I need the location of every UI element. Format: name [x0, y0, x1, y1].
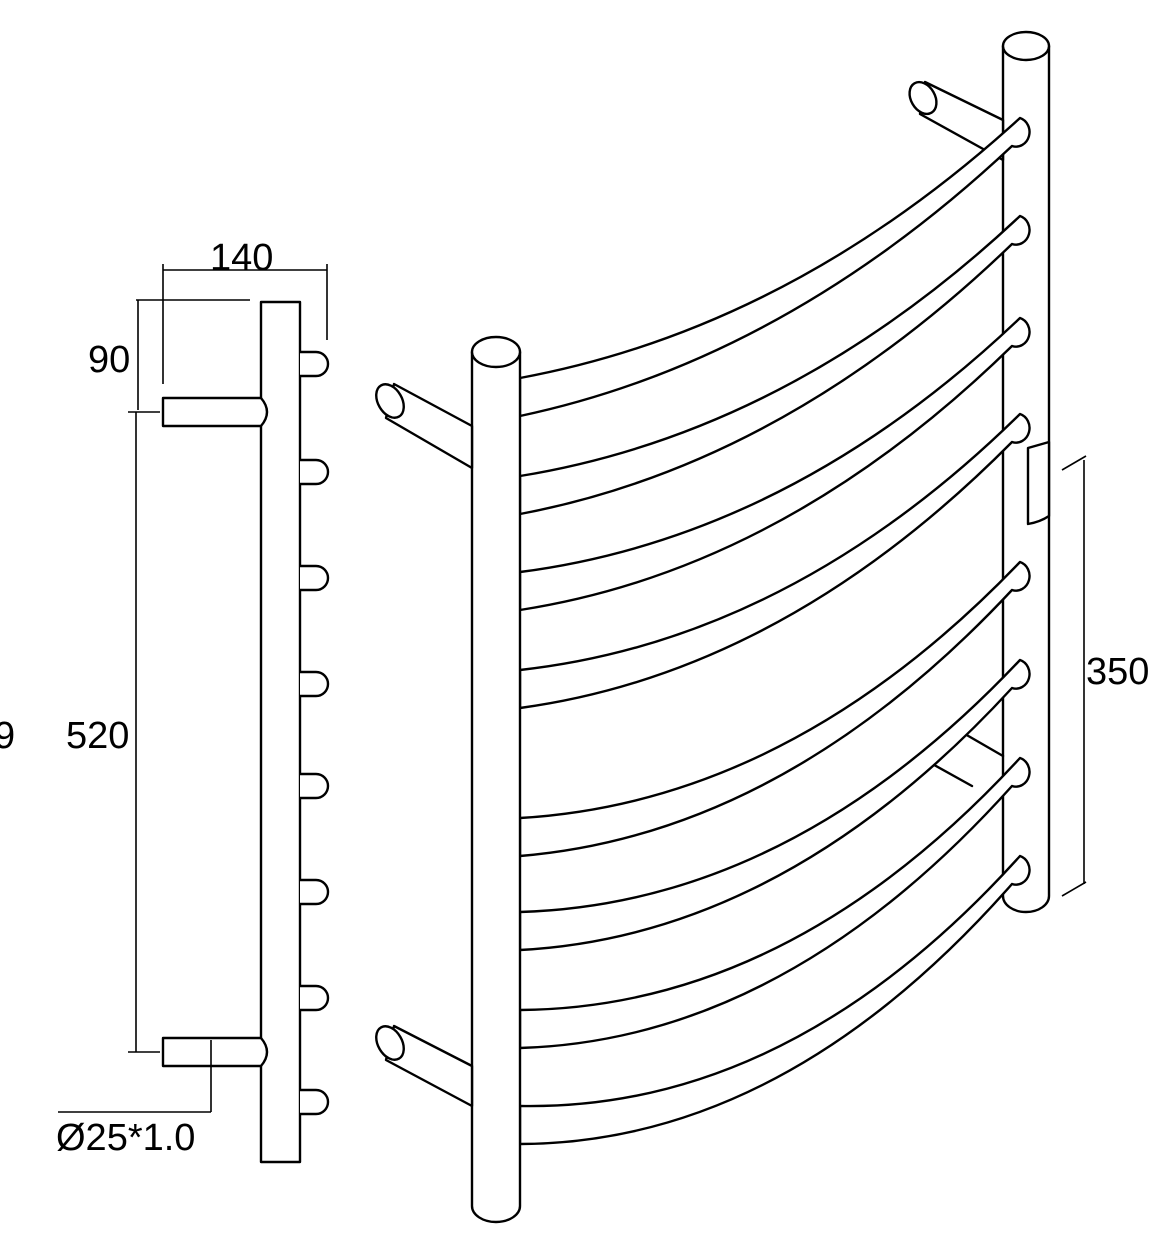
- left-bottom-bracket: [375, 1024, 474, 1108]
- side-view-rail-stub: [300, 984, 330, 1012]
- dimension-350-label: 350: [1086, 651, 1149, 693]
- side-view: 140 90 520 Ø25*1.0 9: [0, 237, 330, 1164]
- curved-rail: [518, 214, 1031, 516]
- side-view-rail-stubs: [300, 350, 330, 1116]
- dimension-90: 90: [88, 299, 250, 410]
- side-view-bottom-bracket: [161, 1036, 269, 1068]
- perspective-view: 350: [375, 30, 1149, 1224]
- dimension-140: 140: [162, 237, 328, 384]
- side-view-rail-stub: [300, 670, 330, 698]
- overall-height-label: 9: [0, 715, 15, 757]
- tube-spec-label: Ø25*1.0: [56, 1117, 195, 1159]
- dimension-350: 350: [1061, 455, 1149, 897]
- right-upright: [1001, 30, 1051, 914]
- side-view-rail-stub: [300, 350, 330, 378]
- dimension-90-label: 90: [88, 339, 130, 381]
- heating-element: [1026, 440, 1051, 526]
- dimension-140-label: 140: [210, 237, 273, 279]
- side-view-upright: [259, 300, 302, 1164]
- curved-rail: [518, 116, 1031, 418]
- side-view-rail-stub: [300, 1088, 330, 1116]
- curved-rail: [518, 658, 1031, 952]
- side-view-rail-stub: [300, 772, 330, 800]
- curved-rail: [518, 560, 1031, 858]
- left-top-bracket: [375, 382, 474, 470]
- curved-rail: [518, 756, 1031, 1050]
- dimension-520: 520: [66, 411, 160, 1053]
- tube-spec-leader: Ø25*1.0: [56, 1040, 212, 1159]
- dimension-520-label: 520: [66, 715, 129, 757]
- side-view-rail-stub: [300, 878, 330, 906]
- curved-rail: [518, 854, 1031, 1146]
- curved-rail: [518, 316, 1031, 612]
- curved-rail: [518, 412, 1031, 710]
- side-view-rail-stub: [300, 564, 330, 592]
- right-top-bracket: [908, 80, 1005, 162]
- left-upright: [470, 335, 522, 1224]
- side-view-rail-stub: [300, 458, 330, 486]
- curved-rails: [518, 116, 1031, 1146]
- side-view-top-bracket: [161, 396, 269, 428]
